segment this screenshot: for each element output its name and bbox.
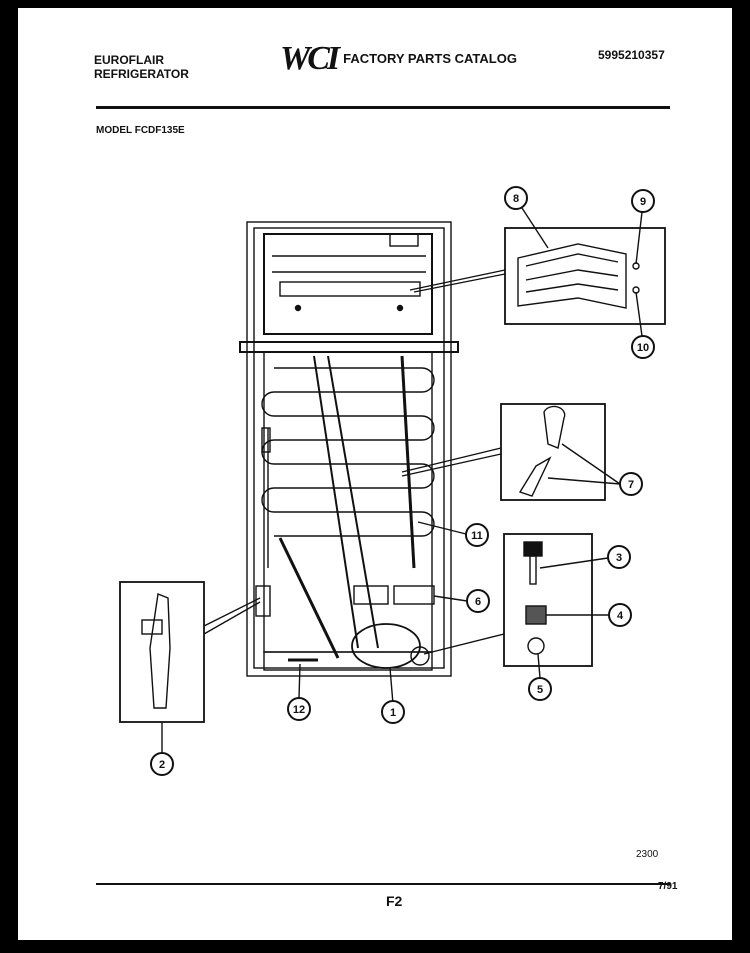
callout-4: 4 bbox=[546, 603, 632, 627]
svg-text:11: 11 bbox=[471, 530, 483, 542]
catalog-title: FACTORY PARTS CATALOG bbox=[343, 51, 517, 66]
part-number: 5995210357 bbox=[598, 48, 665, 62]
svg-text:8: 8 bbox=[513, 193, 519, 205]
svg-text:9: 9 bbox=[640, 196, 646, 208]
header-rule bbox=[96, 106, 670, 109]
callout-10: 10 bbox=[631, 291, 655, 359]
inset-part-8 bbox=[409, 227, 666, 325]
svg-text:4: 4 bbox=[617, 610, 624, 622]
inset-part-7 bbox=[401, 403, 606, 501]
callout-1: 1 bbox=[381, 667, 405, 724]
exploded-parts-diagram: 1 2 3 4 5 6 7 8 bbox=[119, 186, 666, 776]
evaporator-coil bbox=[261, 355, 435, 659]
callout-6: 6 bbox=[433, 589, 490, 613]
refrigerator-cabinet bbox=[239, 221, 459, 677]
svg-text:2: 2 bbox=[159, 759, 165, 771]
svg-text:6: 6 bbox=[475, 596, 481, 608]
brand-line-1: EUROFLAIR bbox=[94, 53, 164, 67]
diagram-code: 2300 bbox=[636, 849, 659, 860]
footer-rule bbox=[96, 883, 670, 885]
callout-5: 5 bbox=[528, 653, 552, 701]
brand-block: EUROFLAIR REFRIGERATOR bbox=[94, 53, 189, 81]
svg-text:5: 5 bbox=[537, 684, 543, 696]
svg-text:10: 10 bbox=[637, 342, 649, 354]
brand-line-2: REFRIGERATOR bbox=[94, 67, 189, 81]
callout-3: 3 bbox=[539, 545, 631, 569]
revision-date: 7/91 bbox=[658, 881, 678, 892]
inset-part-2 bbox=[119, 581, 261, 723]
svg-text:12: 12 bbox=[293, 704, 305, 716]
catalog-page: EUROFLAIR REFRIGERATOR WCI FACTORY PARTS… bbox=[18, 8, 732, 940]
wci-logo: WCI bbox=[280, 40, 340, 77]
catalog-header: WCI FACTORY PARTS CATALOG bbox=[280, 42, 517, 76]
callout-12: 12 bbox=[287, 663, 311, 721]
callout-11: 11 bbox=[417, 521, 489, 547]
callout-7: 7 bbox=[547, 443, 643, 496]
callout-2: 2 bbox=[150, 722, 174, 776]
callout-9: 9 bbox=[631, 189, 655, 265]
svg-text:3: 3 bbox=[616, 552, 622, 564]
page-code: F2 bbox=[386, 893, 403, 909]
svg-text:7: 7 bbox=[628, 479, 634, 491]
model-number: MODEL FCDF135E bbox=[96, 125, 185, 136]
inset-parts-3-4-5 bbox=[423, 533, 593, 667]
callout-8: 8 bbox=[504, 186, 549, 249]
svg-text:1: 1 bbox=[390, 707, 396, 719]
